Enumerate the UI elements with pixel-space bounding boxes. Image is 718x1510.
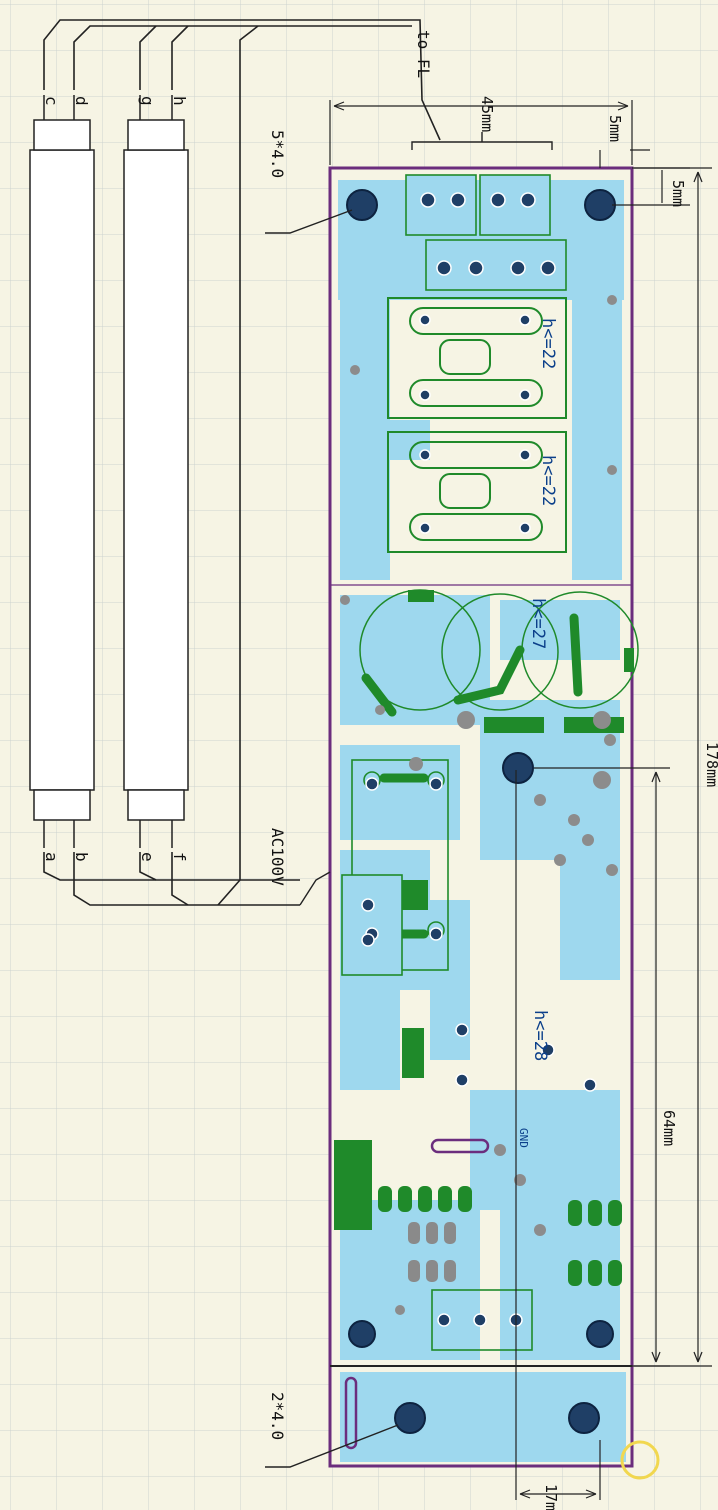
wire-label-f: f [170,852,189,862]
dimension-length-label: 178mm [703,742,718,787]
dimension-split [534,767,670,1367]
hole-label-top: 5*4.0 [268,130,287,178]
dimension-offset-a-label: 5mm [606,115,624,142]
wire-label-d: d [72,96,91,106]
height-label-2: h<=22 [538,455,558,506]
connector-brace [411,132,553,150]
ac-label-leader [299,871,331,906]
thick-traces [361,613,583,939]
dimension-width [329,100,633,165]
marker-circle [620,1440,660,1480]
wires-bottom [43,852,300,906]
transformer-2 [387,431,567,553]
dimension-offset-b-label: 5mm [669,180,687,207]
dimension-small-board [515,770,601,1500]
green-blocks [334,590,634,1230]
dimension-split-label: 64mm [660,1110,678,1146]
pads [361,192,597,1327]
wire-label-c: c [42,96,61,106]
dip-chips [378,1186,622,1286]
terminal-block-ac [341,874,403,976]
to-fl-label: to FL [414,30,433,78]
dimension-width-label: 45mm [478,96,496,132]
purple-outlines [344,1138,490,1450]
transformer-1 [387,297,567,419]
hole-label-leader-bottom [265,1424,399,1468]
wire-label-a: a [42,852,61,862]
dip-chips-grey [408,1222,456,1282]
wire-label-h: h [170,96,189,106]
mounting-holes [346,189,616,1434]
wire-label-b: b [72,852,91,862]
hole-label-bottom: 2*4.0 [268,1392,287,1440]
terminal-block-output [405,174,567,291]
wire-label-e: e [138,852,157,862]
wire-label-g: g [138,96,157,106]
wires-top [43,19,441,860]
hole-label-leader-top [265,209,353,234]
fluorescent-tube-2 [123,95,189,848]
height-label-3: h<=27 [528,598,548,649]
dimension-small-board-label: 17mm [542,1484,560,1510]
gnd-label: GND [517,1128,530,1148]
height-label-4: h<=28 [530,1010,550,1061]
terminal-block-bottom [431,1289,533,1351]
fluorescent-tube-1 [29,95,95,848]
ac-input-label: AC100V [268,828,287,886]
height-label-1: h<=22 [538,318,558,369]
